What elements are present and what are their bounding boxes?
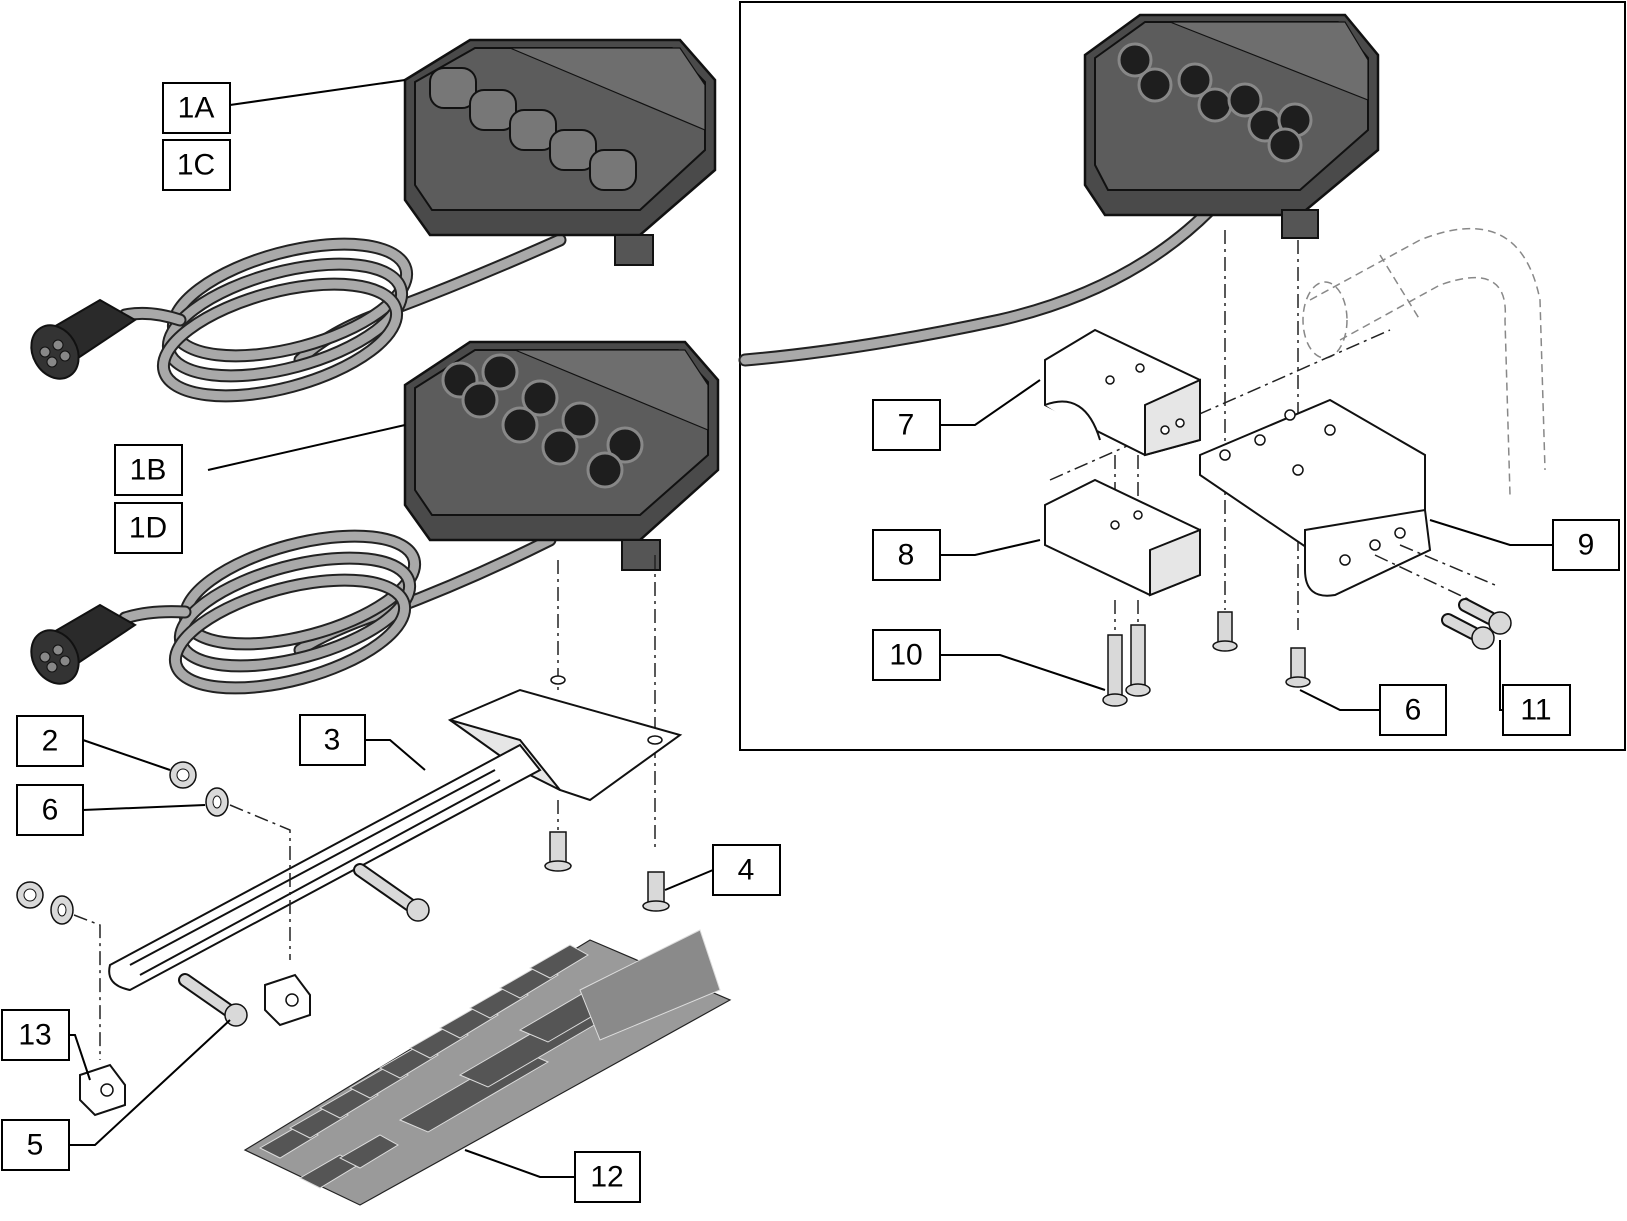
hand-control-pendant-paddle bbox=[30, 38, 717, 403]
callout-1c-label: 1C bbox=[177, 149, 215, 182]
callout-2-label: 2 bbox=[42, 725, 59, 758]
slide-nut-icon bbox=[264, 973, 311, 1027]
callout-2: 2 bbox=[16, 715, 84, 767]
callout-13: 13 bbox=[1, 1009, 70, 1061]
callout-4: 4 bbox=[712, 844, 781, 896]
mounting-plate bbox=[108, 555, 683, 992]
callout-9: 9 bbox=[1552, 519, 1620, 571]
callout-7-label: 7 bbox=[898, 409, 915, 442]
callout-8-label: 8 bbox=[898, 539, 915, 572]
callout-1b-label: 1B bbox=[130, 454, 167, 487]
slide-nut-icon bbox=[79, 1063, 126, 1117]
cap-screw-icon bbox=[178, 973, 248, 1027]
callout-4-label: 4 bbox=[738, 854, 755, 887]
callout-9-label: 9 bbox=[1578, 529, 1595, 562]
wheelchair-armrest-tube-icon bbox=[1302, 227, 1546, 496]
callout-12: 12 bbox=[574, 1151, 641, 1203]
callout-1c: 1C bbox=[162, 139, 231, 191]
callout-1a: 1A bbox=[162, 82, 231, 134]
callout-12-label: 12 bbox=[590, 1161, 623, 1194]
coiled-cable-icon bbox=[118, 529, 557, 695]
label-decal-sheet bbox=[243, 929, 732, 1206]
callout-1b: 1B bbox=[114, 444, 183, 496]
hand-control-pendant-inset bbox=[738, 13, 1380, 367]
callout-13-label: 13 bbox=[18, 1019, 51, 1052]
callout-6-inset-label: 6 bbox=[1405, 694, 1422, 727]
lock-nut-icon bbox=[16, 881, 44, 909]
paddle-switches bbox=[429, 67, 637, 191]
callout-6-left: 6 bbox=[16, 784, 84, 836]
coiled-cable-icon bbox=[118, 233, 567, 403]
callout-10: 10 bbox=[872, 629, 941, 681]
cap-screw-icon bbox=[1458, 598, 1512, 635]
connector-plug-icon bbox=[30, 603, 137, 685]
callout-5-label: 5 bbox=[27, 1129, 44, 1162]
clamp-lower bbox=[1044, 478, 1201, 597]
callout-6-inset: 6 bbox=[1379, 684, 1447, 736]
callout-11: 11 bbox=[1502, 684, 1571, 736]
callout-3: 3 bbox=[299, 714, 366, 766]
callout-1d: 1D bbox=[114, 502, 183, 554]
push-buttons bbox=[1117, 42, 1313, 163]
callout-10-label: 10 bbox=[889, 639, 922, 672]
push-buttons bbox=[441, 353, 644, 489]
callout-8: 8 bbox=[872, 529, 941, 581]
flat-washer-icon bbox=[50, 895, 74, 925]
cap-screw-icon bbox=[1212, 611, 1238, 652]
leader-lines bbox=[69, 79, 1553, 1178]
cap-screw-icon bbox=[1285, 647, 1311, 688]
mounting-bracket bbox=[1199, 398, 1432, 597]
cap-screw-icon bbox=[1125, 624, 1151, 697]
callout-1d-label: 1D bbox=[129, 512, 167, 545]
cap-screw-icon bbox=[1441, 613, 1495, 650]
callout-1a-label: 1A bbox=[178, 92, 215, 125]
callout-11-label: 11 bbox=[1520, 694, 1551, 727]
connector-plug-icon bbox=[30, 298, 137, 380]
cap-screw-icon bbox=[353, 863, 430, 922]
callout-7: 7 bbox=[872, 399, 941, 451]
clamp-upper bbox=[1044, 328, 1201, 457]
cap-screw-icon bbox=[1102, 634, 1128, 707]
callout-6-left-label: 6 bbox=[42, 794, 59, 827]
cap-screw-icon bbox=[642, 871, 670, 912]
flat-washer-icon bbox=[205, 787, 229, 817]
inset-detail-frame bbox=[739, 1, 1626, 751]
lock-nut-icon bbox=[169, 761, 197, 789]
cap-screw-icon bbox=[544, 800, 572, 872]
callout-3-label: 3 bbox=[324, 724, 341, 757]
hand-control-pendant-button bbox=[30, 340, 720, 695]
callout-5: 5 bbox=[1, 1119, 70, 1171]
